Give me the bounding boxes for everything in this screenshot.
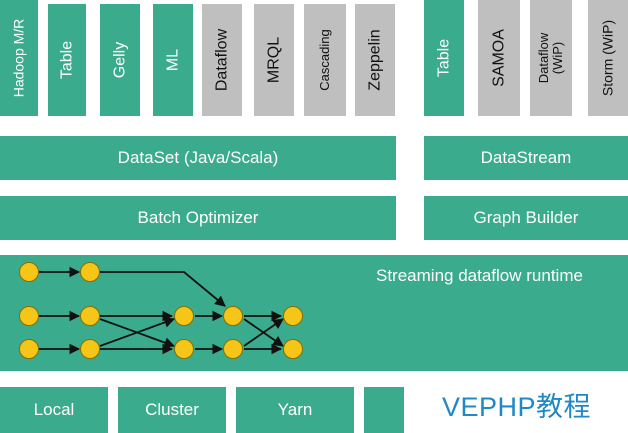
task-node (19, 339, 39, 359)
task-node (19, 306, 39, 326)
task-node (19, 262, 39, 282)
lib-table-label: Table (58, 40, 76, 80)
task-node (223, 306, 243, 326)
lib-ml-label: ML (164, 48, 182, 72)
stream-lib-samoa-label: SAMOA (490, 29, 508, 87)
stream-lib-dataflow-wip-label: Dataflow (WiP) (536, 32, 565, 84)
lib-mrql-label: MRQL (265, 36, 283, 84)
lib-table: Table (48, 4, 86, 116)
lib-dataflow: Dataflow (202, 4, 242, 116)
lib-hadoop-mr: Hadoop M/R (0, 0, 38, 116)
task-node (80, 339, 100, 359)
stream-lib-table-label: Table (435, 38, 453, 78)
deploy-local-label: Local (33, 400, 75, 419)
stream-lib-table: Table (424, 0, 464, 116)
task-node (174, 306, 194, 326)
lib-mrql: MRQL (254, 4, 294, 116)
lib-hadoop-mr-label: Hadoop M/R (10, 18, 27, 98)
stream-lib-storm-wip: Storm (WiP) (588, 0, 628, 116)
task-node (80, 306, 100, 326)
datastream-api-label: DataStream (480, 148, 572, 167)
watermark-backdrop (405, 371, 628, 433)
deploy-local: Local (0, 387, 108, 433)
runtime-layer (0, 255, 628, 371)
dataflow-graph (19, 262, 303, 359)
deploy-cluster: Cluster (118, 387, 226, 433)
graph-builder-label: Graph Builder (473, 208, 579, 227)
task-node (223, 339, 243, 359)
graph-builder-layer: Graph Builder (424, 196, 628, 240)
task-node (80, 262, 100, 282)
edge (243, 318, 284, 347)
lib-ml: ML (153, 4, 193, 116)
lib-zeppelin-label: Zeppelin (366, 29, 384, 91)
edge (100, 271, 226, 307)
lib-zeppelin: Zeppelin (355, 4, 395, 116)
task-node (283, 339, 303, 359)
watermark: VEPHP教程 (442, 392, 592, 422)
lib-cascading-label: Cascading (317, 29, 332, 91)
task-node (174, 339, 194, 359)
deploy-cloud-partial (364, 387, 404, 433)
dataset-api-layer: DataSet (Java/Scala) (0, 136, 396, 180)
stream-lib-storm-wip-label: Storm (WiP) (599, 19, 616, 97)
datastream-api-layer: DataStream (424, 136, 628, 180)
dataset-api-label: DataSet (Java/Scala) (117, 148, 279, 167)
task-node (283, 306, 303, 326)
batch-optimizer-layer: Batch Optimizer (0, 196, 396, 240)
lib-gelly: Gelly (100, 4, 140, 116)
runtime-label: Streaming dataflow runtime (376, 266, 583, 285)
lib-cascading: Cascading (304, 4, 346, 116)
lib-gelly-label: Gelly (111, 41, 129, 79)
stream-lib-dataflow-wip: Dataflow (WiP) (530, 0, 572, 116)
edge (99, 317, 176, 347)
lib-dataflow-label: Dataflow (213, 28, 231, 92)
deploy-yarn-label: Yarn (277, 400, 313, 419)
deploy-yarn: Yarn (236, 387, 354, 433)
stream-lib-samoa: SAMOA (478, 0, 520, 116)
deploy-cluster-label: Cluster (145, 400, 199, 419)
batch-optimizer-label: Batch Optimizer (137, 208, 259, 227)
